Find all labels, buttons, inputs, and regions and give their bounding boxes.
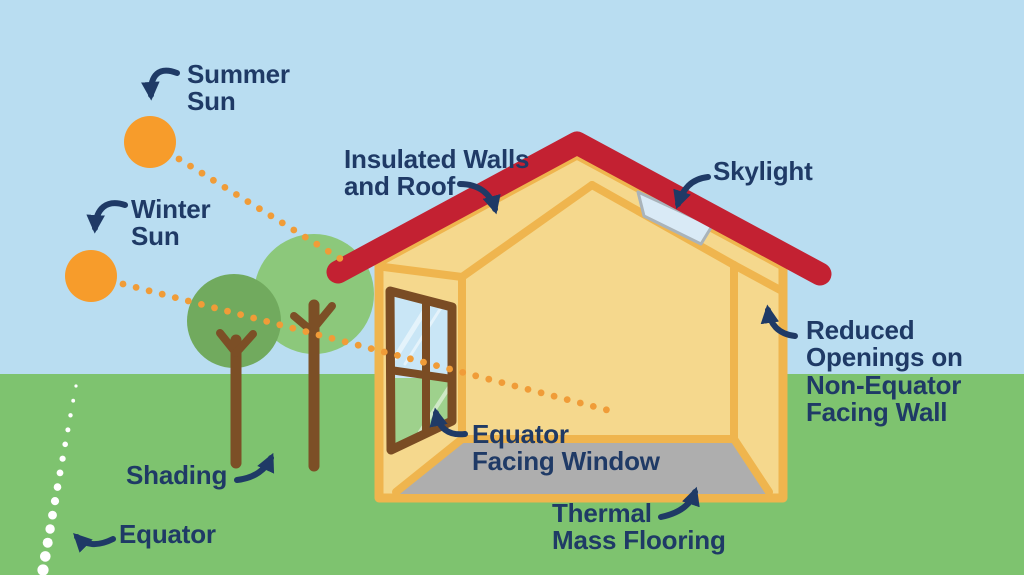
label-equator: Equator <box>119 519 216 549</box>
tree-trunks <box>216 299 336 472</box>
tree-branch <box>216 329 240 357</box>
label-winter-sun: Winter Sun <box>131 194 211 252</box>
window-frame <box>385 286 457 455</box>
skylight-arrow <box>673 174 711 210</box>
floor-right-edge <box>730 435 773 496</box>
tree-branch <box>290 312 317 336</box>
label-arrows <box>73 67 798 553</box>
label-summer-sun: Summer Sun <box>187 59 290 117</box>
house <box>326 131 832 503</box>
window-glass-grass <box>390 378 452 450</box>
label-skylight: Skylight <box>713 156 813 186</box>
label-thermal-mass: Thermal Mass Flooring <box>552 498 726 556</box>
shading-arrow <box>234 452 275 483</box>
equator-arrow <box>73 533 116 553</box>
tree-canopy-small <box>187 274 281 368</box>
thermal-mass-arrow <box>658 486 700 520</box>
equator-window-arrow <box>429 407 468 438</box>
label-shading: Shading <box>126 460 228 490</box>
label-reduced-openings: Reduced Openings on Non-Equator Facing W… <box>806 315 963 427</box>
right-wall-top-edge <box>730 261 786 295</box>
insulated-roof <box>326 131 832 286</box>
left-wall-top-edge <box>380 263 466 281</box>
summer-sun-arrow <box>141 67 180 101</box>
equator-dotted-line <box>37 384 78 575</box>
floor-left-edge <box>392 435 466 496</box>
sun-ray-dots <box>119 155 610 414</box>
label-insulated-walls: Insulated Walls and Roof <box>344 144 530 202</box>
wall-edge-lines <box>380 181 786 496</box>
winter-sun <box>65 250 117 302</box>
tree-branch <box>232 330 257 357</box>
window-mullion-horizontal <box>389 366 453 383</box>
ceiling-left-edge <box>458 181 596 281</box>
winter-sun-arrow <box>86 200 128 234</box>
summer-sun <box>124 116 176 168</box>
reduced-openings-arrow <box>760 304 798 339</box>
insulated-walls-arrow <box>457 181 501 215</box>
label-equator-facing-window: Equator Facing Window <box>472 419 660 477</box>
thermal-mass-floor <box>396 439 768 494</box>
tree-branch <box>310 302 336 332</box>
